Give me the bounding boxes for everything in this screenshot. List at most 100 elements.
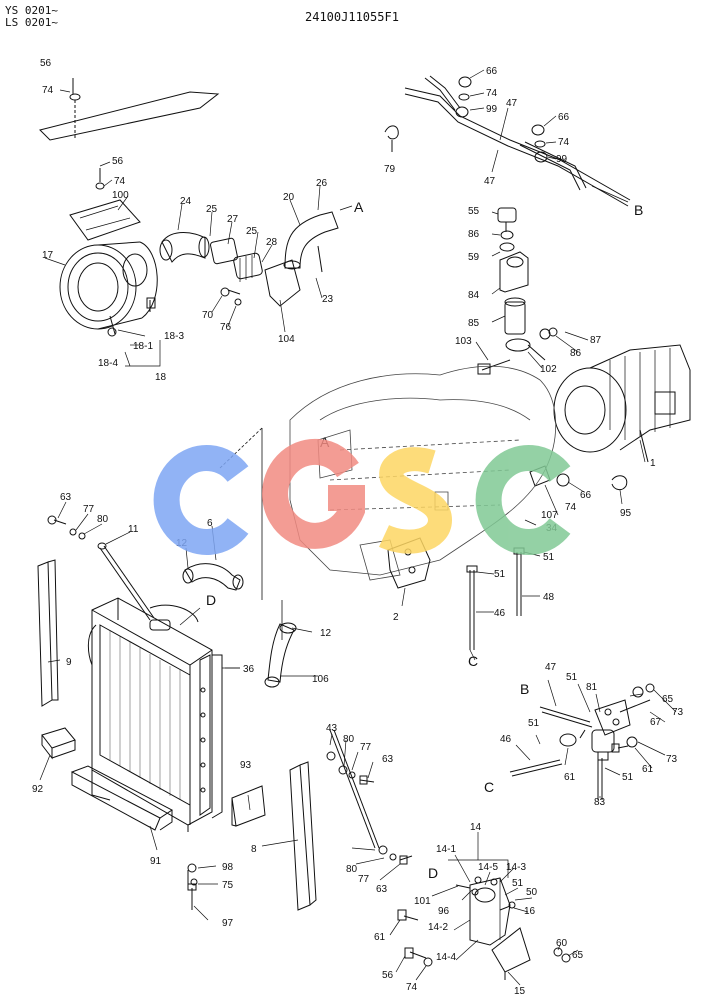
label-73-b: 73 [666,754,678,765]
label-47-b: 47 [484,176,496,187]
label-51-f: 51 [512,878,524,889]
label-77-b: 77 [360,742,372,753]
label-86: 86 [468,229,480,240]
label-14-1: 14-1 [436,844,456,855]
drawing-number: 24100J11055F1 [305,10,399,24]
label-43: 43 [326,723,338,734]
label-103: 103 [455,336,472,347]
part-number-labels: 56 74 56 74 100 17 24 25 27 25 28 20 26 … [32,58,684,997]
serial-range-ls: LS 0201~ [5,16,58,29]
label-75: 75 [222,880,234,891]
label-81: 81 [586,682,598,693]
leaders-top-left [44,89,353,367]
letter-b-lower: B [520,681,529,697]
radiator-assembly [87,542,297,832]
label-26: 26 [316,178,328,189]
label-55: 55 [468,206,480,217]
label-65-b: 65 [572,950,584,961]
label-80-b: 80 [343,734,355,745]
watermark-letter-s-yellow [378,447,453,554]
bolts-lower-left [47,515,413,910]
label-1: 1 [650,458,656,469]
label-74-b: 74 [114,176,126,187]
label-51-c: 51 [566,672,578,683]
label-47-c: 47 [545,662,557,673]
label-47: 47 [506,98,518,109]
filter-head-group [397,876,571,980]
label-14-3: 14-3 [506,862,526,873]
label-66-b: 66 [558,112,570,123]
label-6: 6 [207,518,213,529]
label-65: 65 [662,694,674,705]
label-51-b: 51 [494,569,506,580]
label-91: 91 [150,856,162,867]
serial-range-ys: YS 0201~ [5,4,58,17]
leaders-lower-right [515,679,677,798]
label-48: 48 [543,592,555,603]
label-46-b: 46 [500,734,512,745]
label-8: 8 [251,844,257,855]
label-25: 25 [206,204,218,215]
label-18: 18 [155,372,167,383]
side-panels-and-pads [37,559,317,911]
letter-c-center: C [468,653,478,669]
label-20: 20 [283,192,295,203]
label-51: 51 [543,552,555,563]
hydraulic-pipe-group [384,75,631,207]
label-83: 83 [594,797,606,808]
label-102: 102 [540,364,557,375]
label-99-b: 99 [556,154,568,165]
label-96: 96 [438,906,450,917]
letter-a-top: A [354,199,364,215]
label-14-4: 14-4 [436,952,456,963]
label-56-c: 56 [382,970,394,981]
label-61-b: 61 [642,764,654,775]
label-63: 63 [60,492,72,503]
label-61-c: 61 [374,932,386,943]
label-14-5: 14-5 [478,862,498,873]
leaders-center-right [475,211,646,526]
letter-d-lower: D [428,865,438,881]
label-80: 80 [97,514,109,525]
label-24: 24 [180,196,192,207]
label-74-d: 74 [558,137,570,148]
label-46: 46 [494,608,506,619]
label-70: 70 [202,310,214,321]
label-18-3: 18-3 [164,331,184,342]
label-66: 66 [486,66,498,77]
label-92: 92 [32,784,44,795]
label-51-d: 51 [528,718,540,729]
watermark-letter-c-blue [153,445,249,555]
leaders-top-right [469,69,629,203]
label-50: 50 [526,887,538,898]
label-2: 2 [393,612,399,623]
label-100: 100 [112,190,129,201]
label-63-b: 63 [382,754,394,765]
label-23: 23 [322,294,334,305]
watermark [153,438,571,555]
label-67: 67 [650,717,662,728]
label-51-e: 51 [622,772,634,783]
label-79: 79 [384,164,396,175]
label-27: 27 [227,214,239,225]
label-86-b: 86 [570,348,582,359]
label-77: 77 [83,504,95,515]
label-11: 11 [128,524,139,535]
label-74-f: 74 [406,982,418,993]
label-12-b: 12 [320,628,332,639]
label-63-c: 63 [376,884,388,895]
label-25-b: 25 [246,226,258,237]
label-18-4: 18-4 [98,358,118,369]
label-93: 93 [240,760,252,771]
label-107: 107 [541,510,558,521]
label-97: 97 [222,918,234,929]
label-80-c: 80 [346,864,358,875]
label-87: 87 [590,335,602,346]
label-59: 59 [468,252,480,263]
label-16: 16 [524,906,536,917]
label-98: 98 [222,862,234,873]
fuel-filter-group [509,683,655,800]
label-101: 101 [414,896,431,907]
label-74-c: 74 [486,88,498,99]
